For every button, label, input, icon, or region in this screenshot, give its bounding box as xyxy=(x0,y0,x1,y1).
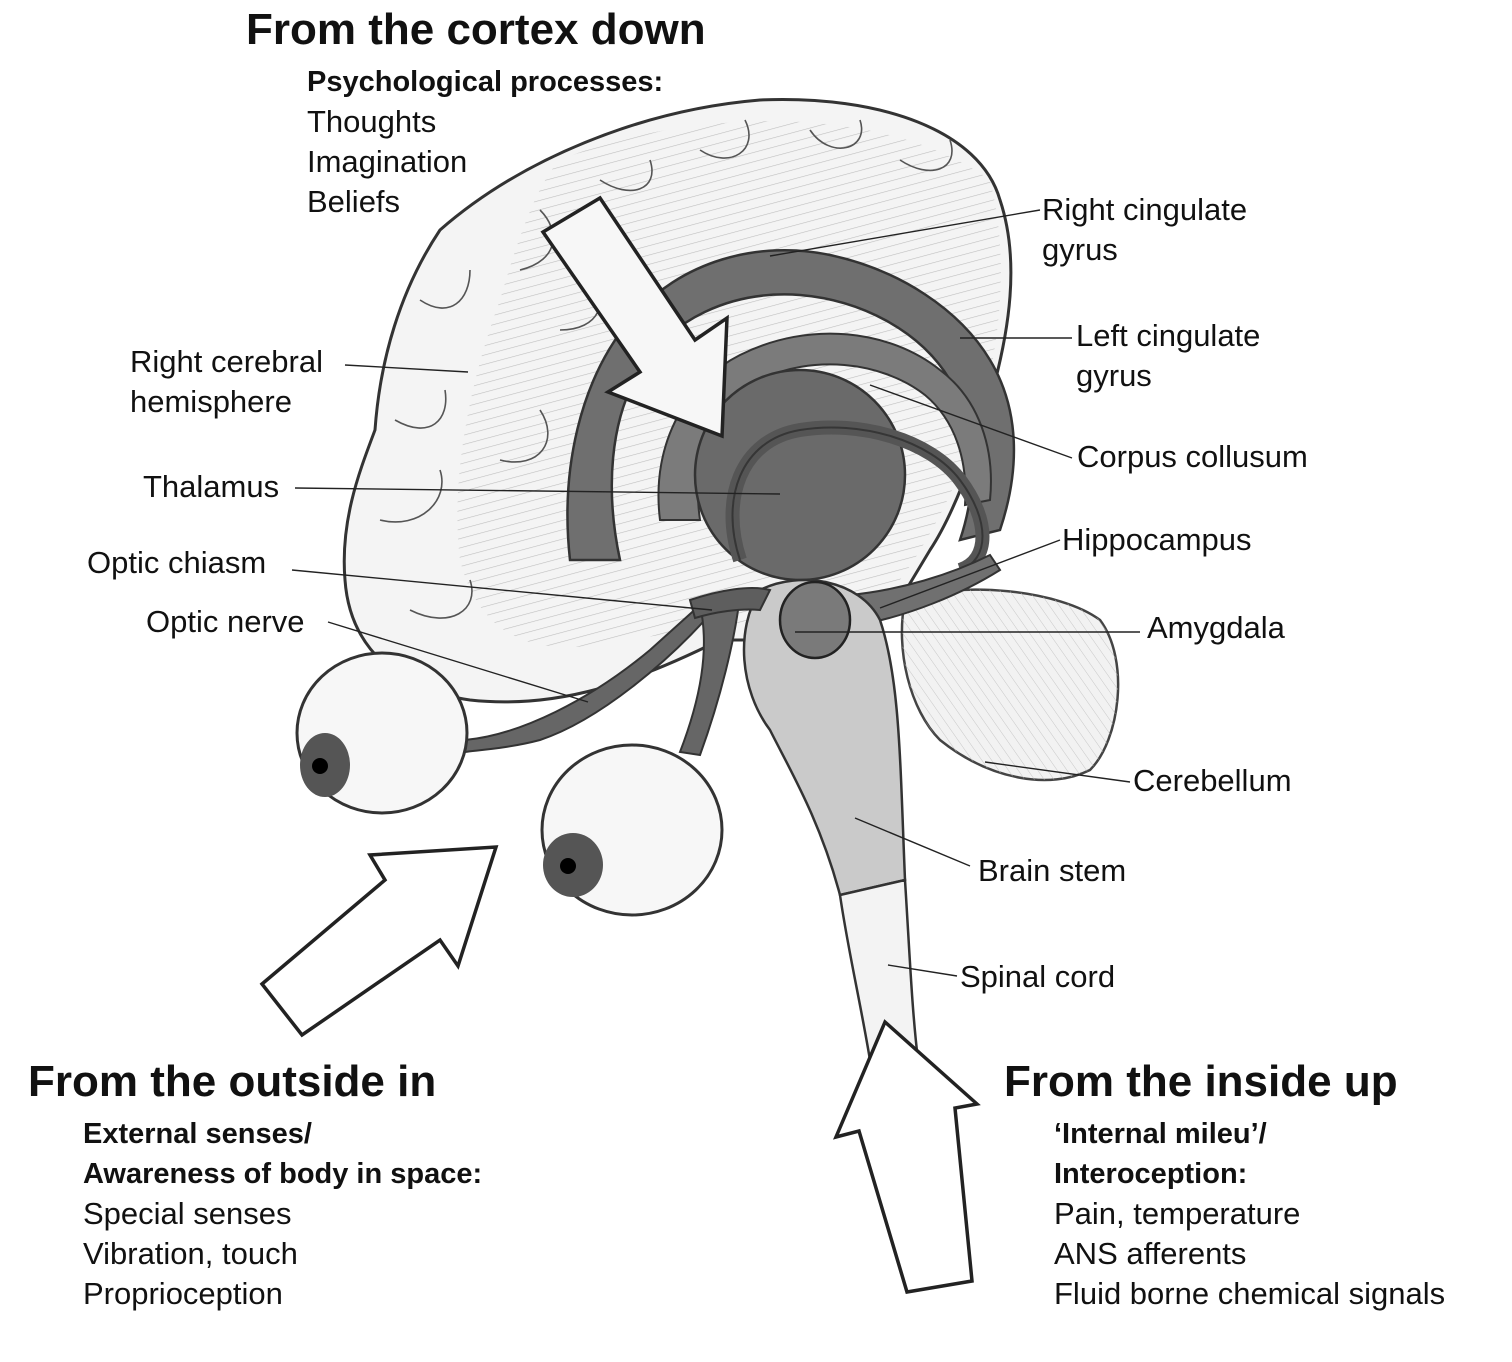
hippocampus xyxy=(848,553,1002,627)
outside-item: Vibration, touch xyxy=(83,1236,298,1271)
label-line: gyrus xyxy=(1042,232,1118,267)
label-thalamus: Thalamus xyxy=(143,469,280,504)
inside-title: From the inside up xyxy=(1004,1057,1398,1106)
label-line: Right cingulate xyxy=(1042,192,1248,227)
thalamus xyxy=(693,368,907,582)
label-line: hemisphere xyxy=(130,384,292,419)
arrow-inside-up xyxy=(832,1019,981,1294)
optic-nerve-left xyxy=(464,603,714,754)
inside-item: Pain, temperature xyxy=(1054,1196,1301,1231)
leader-lines xyxy=(291,209,1140,977)
outside-list: Special senses Vibration, touch Proprioc… xyxy=(83,1194,298,1314)
label-spinal-cord: Spinal cord xyxy=(960,959,1116,994)
label-optic-chiasm: Optic chiasm xyxy=(87,545,267,580)
label-right-cingulate-gyrus: Right cingulate gyrus xyxy=(1042,190,1247,270)
label-corpus-collusum: Corpus collusum xyxy=(1077,439,1308,474)
label-line: gyrus xyxy=(1076,358,1152,393)
cortex-item: Beliefs xyxy=(307,184,401,219)
right-pupil xyxy=(560,858,576,874)
label-optic-nerve: Optic nerve xyxy=(146,604,305,639)
cortex-item: Thoughts xyxy=(307,104,437,139)
amygdala xyxy=(778,580,852,660)
label-brain-stem: Brain stem xyxy=(978,853,1127,888)
inside-subtitle-1: ‘Internal mileu’/ xyxy=(1054,1118,1267,1150)
outside-subtitle-1: External senses/ xyxy=(83,1118,312,1150)
outside-item: Special senses xyxy=(83,1196,292,1231)
inside-subtitle-2: Interoception: xyxy=(1054,1158,1248,1190)
outside-item: Proprioception xyxy=(83,1276,283,1311)
optic-nerve-right xyxy=(678,593,742,757)
inside-list: Pain, temperature ANS afferents Fluid bo… xyxy=(1054,1194,1445,1314)
left-pupil xyxy=(312,758,328,774)
arrow-outside-in xyxy=(259,845,499,1038)
inside-item: Fluid borne chemical signals xyxy=(1054,1276,1446,1311)
cortex-item: Imagination xyxy=(307,144,468,179)
label-amygdala: Amygdala xyxy=(1147,610,1285,645)
outside-subtitle-2: Awareness of body in space: xyxy=(83,1158,483,1190)
label-hippocampus: Hippocampus xyxy=(1062,522,1252,557)
label-line: Right cerebral xyxy=(130,344,323,379)
cortex-title: From the cortex down xyxy=(246,5,706,54)
label-cerebellum: Cerebellum xyxy=(1133,763,1292,798)
outside-title: From the outside in xyxy=(28,1057,437,1106)
label-left-cingulate-gyrus: Left cingulate gyrus xyxy=(1076,316,1260,396)
cerebellum-shading xyxy=(901,589,1119,780)
cortex-subtitle: Psychological processes: xyxy=(307,66,664,98)
optic-chiasm xyxy=(688,587,772,620)
label-right-cerebral-hemisphere: Right cerebral hemisphere xyxy=(130,342,323,422)
cortex-list: Thoughts Imagination Beliefs xyxy=(307,102,467,222)
label-line: Left cingulate xyxy=(1076,318,1261,353)
inside-item: ANS afferents xyxy=(1054,1236,1247,1271)
corpus-callosum-outline xyxy=(731,426,984,571)
arrow-cortex-down xyxy=(540,195,729,439)
